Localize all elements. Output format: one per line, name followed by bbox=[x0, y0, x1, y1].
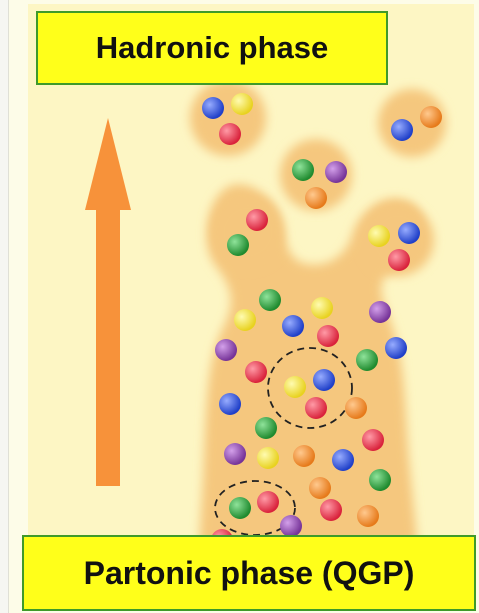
blue-quark bbox=[385, 337, 407, 359]
yellow-quark bbox=[284, 376, 306, 398]
yellow-quark bbox=[234, 309, 256, 331]
red-quark bbox=[245, 361, 267, 383]
blue-quark bbox=[202, 97, 224, 119]
blue-quark bbox=[391, 119, 413, 141]
orange-quark bbox=[345, 397, 367, 419]
green-quark bbox=[259, 289, 281, 311]
blue-quark bbox=[332, 449, 354, 471]
yellow-quark bbox=[368, 225, 390, 247]
green-quark bbox=[292, 159, 314, 181]
green-quark bbox=[369, 469, 391, 491]
red-quark bbox=[320, 499, 342, 521]
purple-quark bbox=[224, 443, 246, 465]
purple-quark bbox=[369, 301, 391, 323]
red-quark bbox=[305, 397, 327, 419]
green-quark bbox=[229, 497, 251, 519]
green-quark bbox=[356, 349, 378, 371]
orange-quark bbox=[293, 445, 315, 467]
yellow-quark bbox=[311, 297, 333, 319]
green-quark bbox=[255, 417, 277, 439]
yellow-quark bbox=[257, 447, 279, 469]
purple-quark bbox=[280, 515, 302, 537]
orange-quark bbox=[357, 505, 379, 527]
orange-quark bbox=[420, 106, 442, 128]
purple-quark bbox=[215, 339, 237, 361]
red-quark bbox=[317, 325, 339, 347]
purple-quark bbox=[325, 161, 347, 183]
yellow-quark bbox=[231, 93, 253, 115]
orange-quark bbox=[309, 477, 331, 499]
hadronic-phase-label: Hadronic phase bbox=[36, 11, 388, 85]
blue-quark bbox=[398, 222, 420, 244]
partonic-phase-label: Partonic phase (QGP) bbox=[22, 535, 476, 611]
red-quark bbox=[257, 491, 279, 513]
orange-quark bbox=[305, 187, 327, 209]
blue-quark bbox=[219, 393, 241, 415]
blue-quark bbox=[313, 369, 335, 391]
red-quark bbox=[362, 429, 384, 451]
blue-quark bbox=[282, 315, 304, 337]
red-quark bbox=[219, 123, 241, 145]
red-quark bbox=[246, 209, 268, 231]
red-quark bbox=[388, 249, 410, 271]
green-quark bbox=[227, 234, 249, 256]
